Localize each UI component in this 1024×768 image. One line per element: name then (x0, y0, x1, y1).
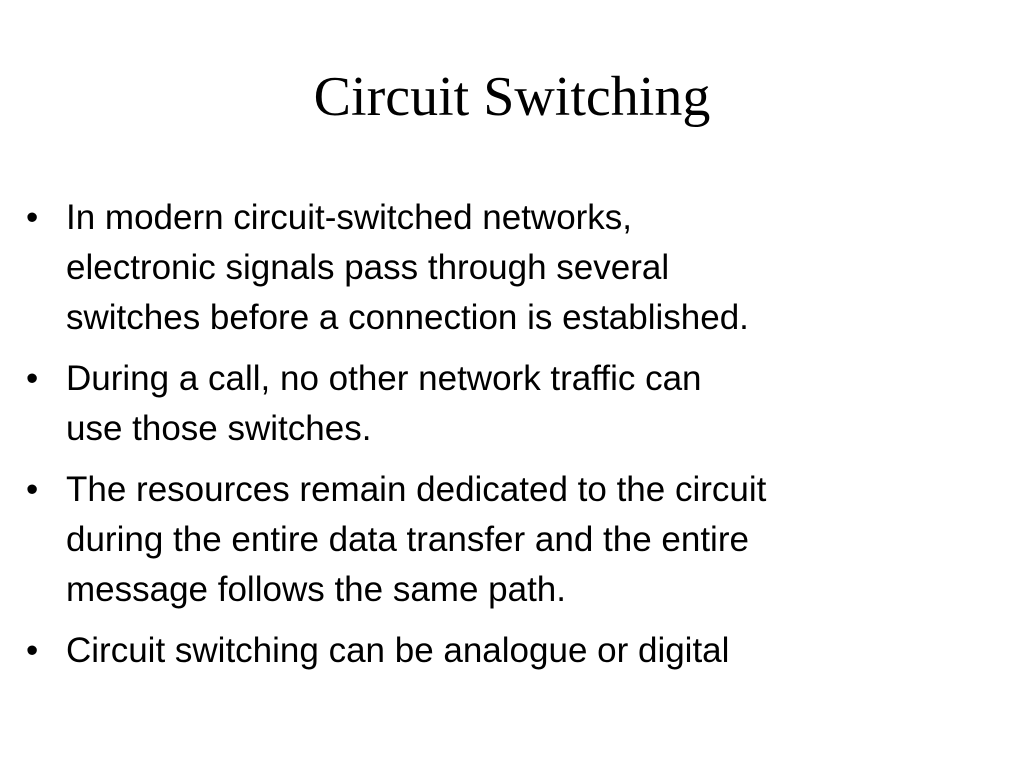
bullet-item-1: • In modern circuit-switched networks, e… (26, 193, 926, 343)
bullet-line: use those switches. (66, 409, 372, 448)
bullet-line: The resources remain dedicated to the ci… (66, 470, 767, 509)
bullet-marker: • (26, 359, 39, 398)
bullet-list: • In modern circuit-switched networks, e… (26, 193, 926, 687)
bullet-item-3: • The resources remain dedicated to the … (26, 465, 926, 615)
bullet-text: The resources remain dedicated to the ci… (66, 465, 926, 615)
bullet-text: In modern circuit-switched networks, ele… (66, 193, 926, 343)
bullet-line: during the entire data transfer and the … (66, 520, 749, 559)
bullet-text: During a call, no other network traffic … (66, 354, 926, 454)
bullet-marker: • (26, 470, 39, 509)
bullet-line: Circuit switching can be analogue or dig… (66, 631, 730, 670)
bullet-marker: • (26, 631, 39, 670)
bullet-line: message follows the same path. (66, 570, 566, 609)
bullet-item-2: • During a call, no other network traffi… (26, 354, 926, 454)
bullet-line: electronic signals pass through several (66, 248, 670, 287)
bullet-line: switches before a connection is establis… (66, 298, 749, 337)
bullet-line: In modern circuit-switched networks, (66, 198, 633, 237)
bullet-line: During a call, no other network traffic … (66, 359, 702, 398)
slide-title: Circuit Switching (313, 66, 711, 128)
bullet-text: Circuit switching can be analogue or dig… (66, 626, 926, 676)
bullet-item-4: • Circuit switching can be analogue or d… (26, 626, 926, 676)
bullet-marker: • (26, 198, 39, 237)
